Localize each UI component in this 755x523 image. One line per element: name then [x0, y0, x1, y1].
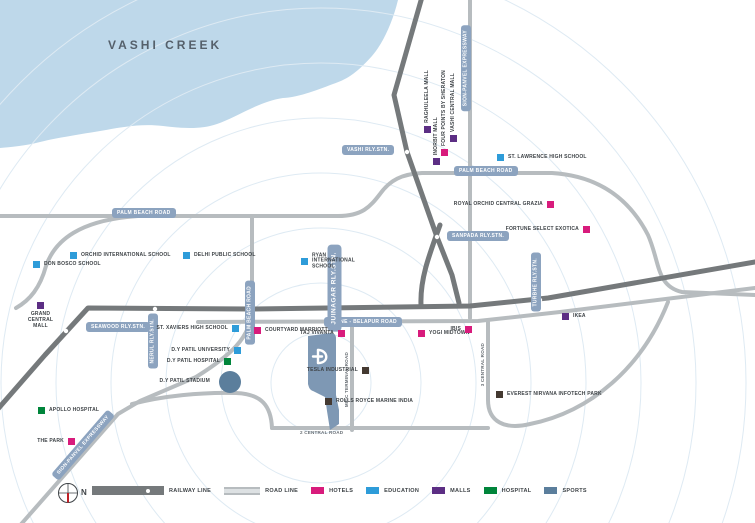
industry-icon: [325, 398, 332, 405]
landmark-dy-patil-stadium: D.Y PATIL STADIUM: [160, 378, 221, 385]
hotel-icon: [583, 226, 590, 233]
landmark-st-lawrence-high-school: ST. LAWRENCE HIGH SCHOOL: [497, 154, 587, 161]
road-label-palm-beach-vertical: PALM BEACH ROAD: [245, 281, 255, 345]
education-swatch: [366, 487, 380, 494]
landmark-yogi-midtown: YOGI MIDTOWN: [418, 330, 469, 337]
hospital-swatch: [483, 487, 497, 494]
map-legend: RAILWAY LINE ROAD LINE HOTELS EDUCATION …: [92, 486, 587, 495]
road-label-palm-beach-west: PALM BEACH ROAD: [112, 208, 176, 218]
mall-icon: [562, 313, 569, 320]
landmark-tesla-industrial: TESLA INDUSTRIAL: [307, 367, 369, 374]
sports-swatch: [544, 487, 558, 494]
station-nerul: NERUL RLY.STN.: [148, 314, 158, 369]
legend-education: EDUCATION: [366, 487, 419, 494]
malls-swatch: [432, 487, 446, 494]
stadium-icon: [214, 378, 221, 385]
hotel-icon: [441, 149, 448, 156]
road-palm-beach: [0, 171, 755, 297]
water-label: VASHI CREEK: [108, 38, 223, 52]
landmark-st-xaviers-high-school: ST. XAVIERS HIGH SCHOOL: [157, 325, 239, 332]
project-logo: [311, 348, 328, 365]
legend-hotels: HOTELS: [311, 487, 353, 494]
compass-north-label: N: [81, 488, 87, 497]
hotel-icon: [68, 438, 75, 445]
road-label-thane-belapur: THANE - BELAPUR ROAD: [324, 317, 402, 327]
compass-icon: [58, 483, 78, 503]
legend-hospital: HOSPITAL: [483, 487, 532, 494]
road-seawoods-loop: [14, 214, 140, 310]
landmark-don-bosco-school: DON BOSCO SCHOOL: [33, 261, 101, 268]
education-icon: [234, 347, 241, 354]
landmark-apollo-hospital: APOLLO HOSPITAL: [38, 407, 99, 414]
hotel-icon: [338, 330, 345, 337]
education-icon: [497, 154, 504, 161]
landmark-grand-central-mall: GRAND CENTRAL MALL: [28, 302, 53, 328]
railway-vashi-branch: [391, 0, 462, 306]
mall-icon: [450, 135, 457, 142]
education-icon: [183, 252, 190, 259]
road-3-central: [486, 300, 670, 428]
road-line-sample: [224, 486, 261, 495]
hotel-icon: [547, 201, 554, 208]
hotel-icon: [254, 327, 261, 334]
landmark-fortune-select-exotica: FORTUNE SELECT EXOTICA: [506, 226, 590, 233]
railway-link-branch: [418, 222, 443, 308]
station-turbhe: TURBHE RLY.STN.: [531, 253, 541, 312]
landmark-the-park: THE PARK: [37, 438, 75, 445]
landmark-ryan-international-school: RYAN INTERNATIONAL SCHOOL: [301, 252, 355, 269]
education-icon: [301, 258, 308, 265]
hospital-icon: [38, 407, 45, 414]
industry-icon: [496, 391, 503, 398]
landmark-delhi-public-school: DELHI PUBLIC SCHOOL: [183, 252, 255, 259]
mall-icon: [424, 126, 431, 133]
landmark-orchid-international-school: ORCHID INTERNATIONAL SCHOOL: [70, 252, 170, 259]
industry-icon: [362, 367, 369, 374]
road-name-2-central: 2 CENTRAL ROAD: [300, 430, 344, 435]
education-icon: [70, 252, 77, 259]
landmark-ibis: IBIS: [450, 326, 472, 333]
legend-road: ROAD LINE: [224, 486, 298, 495]
landmark-four-points-by-sheraton: FOUR POINTS BY SHERATON: [441, 70, 448, 156]
railway-main: [0, 259, 755, 411]
stadium-marker: [219, 371, 241, 393]
hotels-swatch: [311, 487, 325, 494]
railway-line-sample: [92, 486, 164, 495]
mall-icon: [37, 302, 44, 309]
landmark-inorbit-mall: INORBIT MALL: [433, 117, 440, 165]
station-seawood: SEAWOOD RLY.STN.: [86, 322, 151, 332]
legend-railway: RAILWAY LINE: [92, 486, 211, 495]
landmark-dy-patil-hospital: D.Y PATIL HOSPITAL: [167, 358, 231, 365]
project-site: [308, 333, 339, 430]
education-icon: [232, 325, 239, 332]
landmark-taj-vivanta: TAJ VIVANTA: [300, 330, 345, 337]
road-name-3-central: 3 CENTRAL ROAD: [480, 343, 485, 387]
hotel-icon: [465, 326, 472, 333]
legend-malls: MALLS: [432, 487, 470, 494]
education-icon: [33, 261, 40, 268]
landmark-ikea: IKEA: [562, 313, 586, 320]
hospital-icon: [224, 358, 231, 365]
landmark-royal-orchid-central-grazia: ROYAL ORCHID CENTRAL GRAZIA: [454, 201, 554, 208]
road-label-palm-beach-east: PALM BEACH ROAD: [454, 166, 518, 176]
station-sanpada: SANPADA RLY.STN.: [447, 231, 510, 241]
landmark-rolls-royce-marine-india: ROLLS ROYCE MARINE INDIA: [325, 398, 413, 405]
station-vashi: VASHI RLY.STN.: [342, 145, 395, 155]
landmark-vashi-central-mall: VASHI CENTRAL MALL: [450, 73, 457, 142]
landmark-everest-nirvana-infotech-park: EVEREST NIRVANA INFOTECH PARK: [496, 391, 602, 398]
legend-sports: SPORTS: [544, 487, 587, 494]
road-branch-south: [130, 390, 274, 430]
water-body: [0, 0, 398, 148]
landmark-raghuleela-mall: RAGHULEELA MALL: [424, 70, 431, 133]
landmark-courtyard-marriott: COURTYARD MARRIOTT: [254, 327, 328, 334]
landmark-dy-patil-university: D.Y PATIL UNIVERSITY: [171, 347, 241, 354]
hotel-icon: [418, 330, 425, 337]
road-label-sion-panvel-top: SION-PANVEL EXPRESSWAY: [461, 25, 471, 112]
mall-icon: [433, 158, 440, 165]
